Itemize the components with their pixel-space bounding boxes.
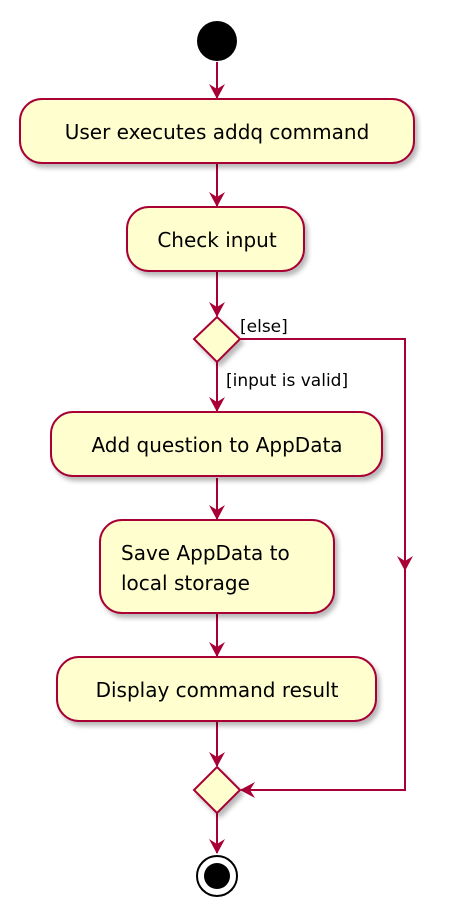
arrowhead-else-down: [397, 556, 413, 571]
end-node: [196, 855, 238, 897]
activity-display-label: Display command result: [96, 678, 339, 702]
edges: [209, 62, 413, 854]
arrowhead-execute: [209, 84, 225, 99]
arrowhead-else-merge: [240, 782, 255, 798]
activity-save-label-line1: Save AppData to: [121, 541, 290, 565]
arrowhead-end: [209, 839, 225, 854]
arrowhead-add: [209, 397, 225, 412]
activity-save: Save AppData to local storage: [99, 519, 335, 614]
activity-add-question: Add question to AppData: [50, 411, 383, 477]
merge-node: [192, 765, 242, 815]
activity-save-label-line2: local storage: [121, 571, 250, 595]
start-node: [197, 21, 237, 61]
decision-node: [192, 315, 242, 364]
activity-check: Check input: [126, 206, 305, 272]
activity-add-question-label: Add question to AppData: [91, 433, 342, 457]
guard-else: [else]: [240, 317, 288, 337]
guard-input-valid: [input is valid]: [226, 371, 348, 391]
arrowhead-save: [209, 505, 225, 520]
activity-display: Display command result: [56, 656, 377, 722]
activity-execute: User executes addq command: [19, 98, 415, 164]
arrowhead-check: [209, 192, 225, 207]
arrowhead-merge: [209, 752, 225, 767]
activity-check-label: Check input: [157, 228, 276, 252]
arrowhead-decision: [209, 302, 225, 317]
arrowhead-display: [209, 642, 225, 657]
activity-execute-label: User executes addq command: [65, 120, 370, 144]
